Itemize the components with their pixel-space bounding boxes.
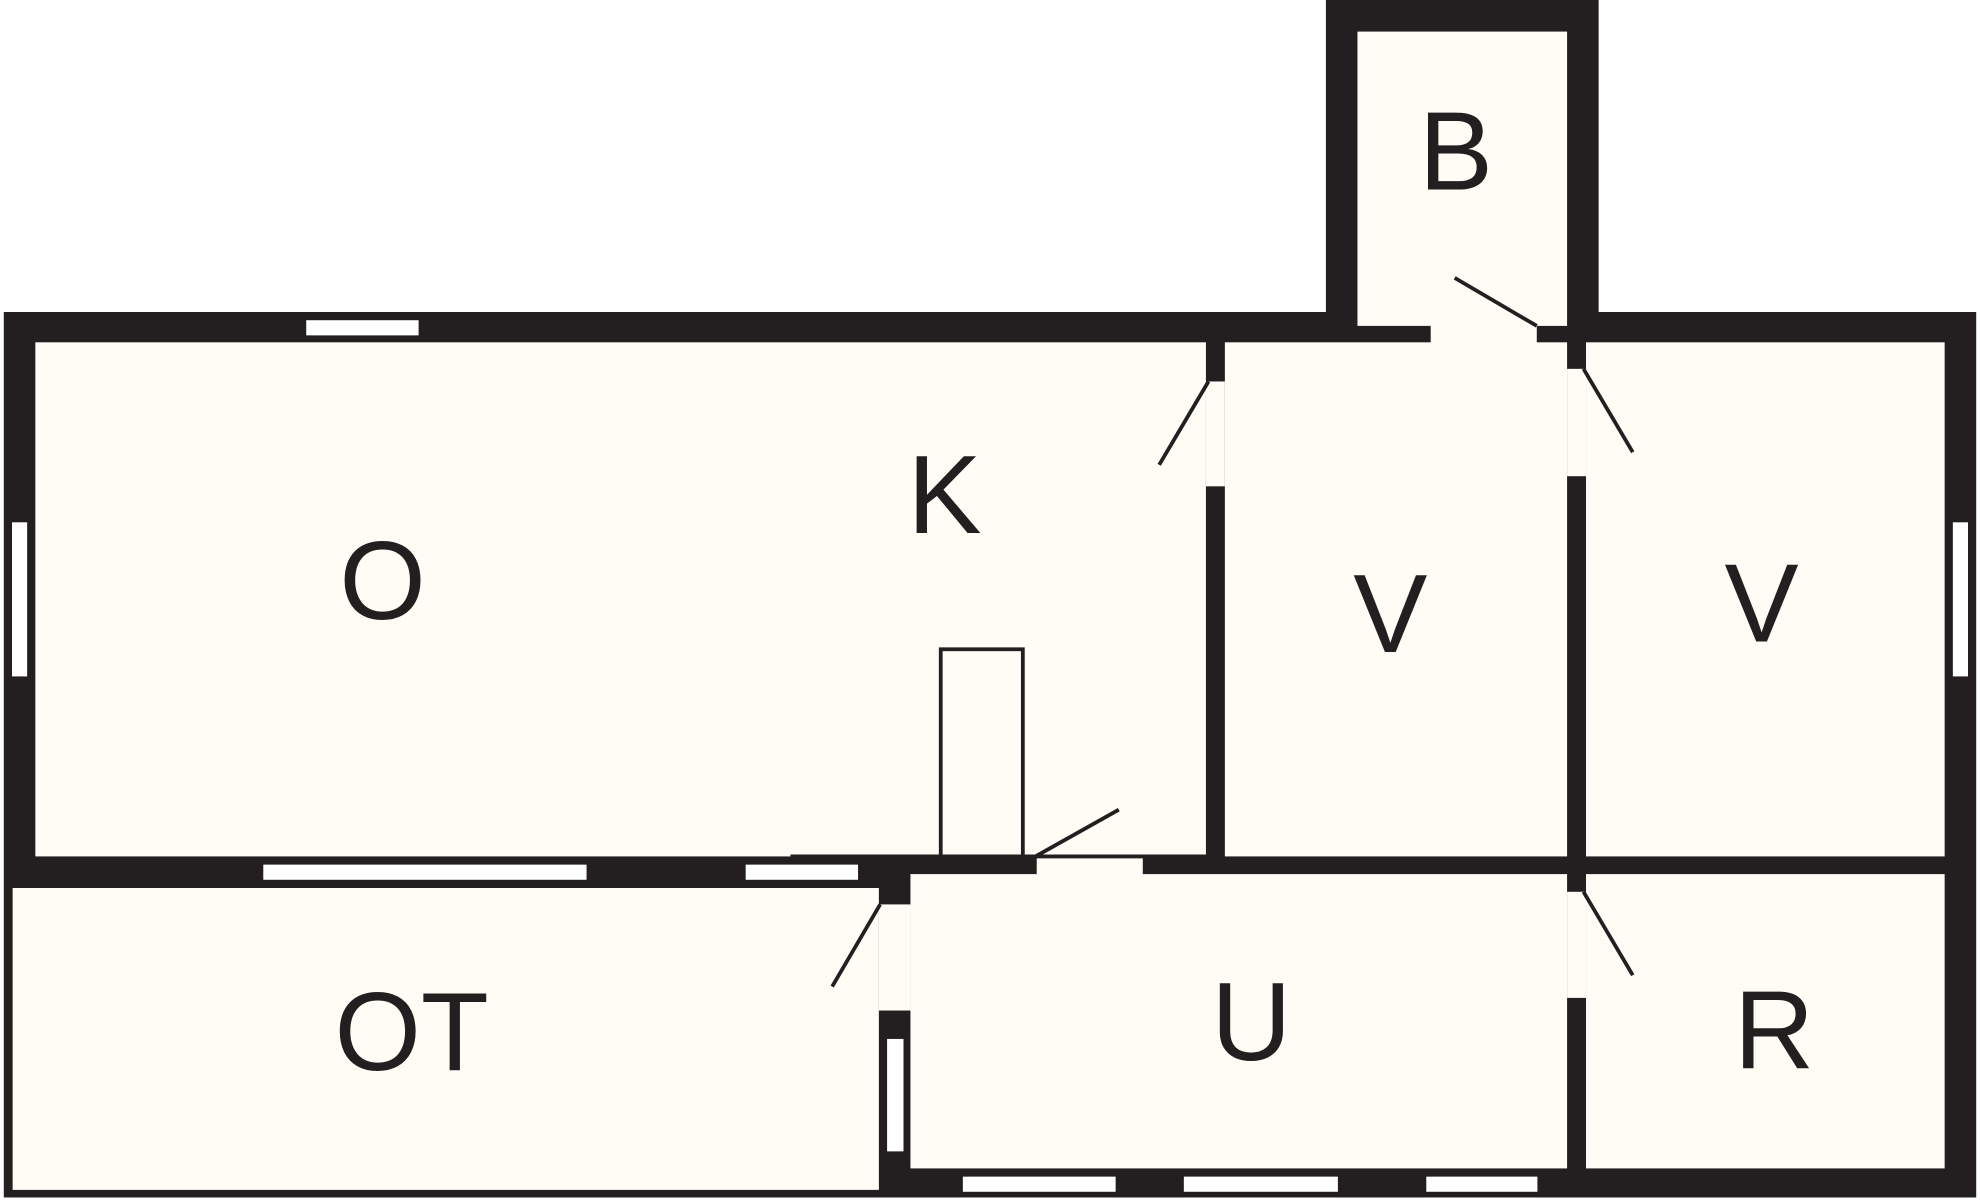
room-ot bbox=[12, 888, 879, 1190]
room-u bbox=[910, 874, 1568, 1169]
label-k: K bbox=[907, 432, 981, 557]
window bbox=[885, 1037, 905, 1153]
rooms bbox=[12, 31, 1945, 1190]
room-labels: B K O V V OT U R bbox=[335, 88, 1815, 1093]
window bbox=[1182, 1175, 1340, 1194]
window bbox=[262, 863, 588, 882]
windows bbox=[10, 318, 1970, 1194]
label-v2: V bbox=[1724, 541, 1798, 666]
door-openings bbox=[878, 324, 1587, 1011]
label-u: U bbox=[1211, 959, 1291, 1084]
room-v1 bbox=[1224, 342, 1568, 857]
door-swings bbox=[830, 276, 1635, 988]
label-o: O bbox=[339, 518, 425, 643]
window bbox=[744, 863, 860, 882]
window bbox=[1951, 521, 1970, 678]
room-v2 bbox=[1586, 342, 1945, 857]
label-r: R bbox=[1734, 968, 1814, 1093]
window bbox=[10, 521, 29, 678]
room-b bbox=[1357, 31, 1568, 326]
chimney bbox=[790, 647, 1206, 859]
label-v1: V bbox=[1353, 551, 1427, 676]
window bbox=[961, 1175, 1117, 1194]
window bbox=[304, 318, 420, 337]
room-r bbox=[1586, 874, 1945, 1169]
label-b: B bbox=[1419, 88, 1493, 213]
room-o-k bbox=[35, 342, 1206, 857]
label-ot: OT bbox=[335, 969, 489, 1094]
window bbox=[1425, 1175, 1539, 1194]
